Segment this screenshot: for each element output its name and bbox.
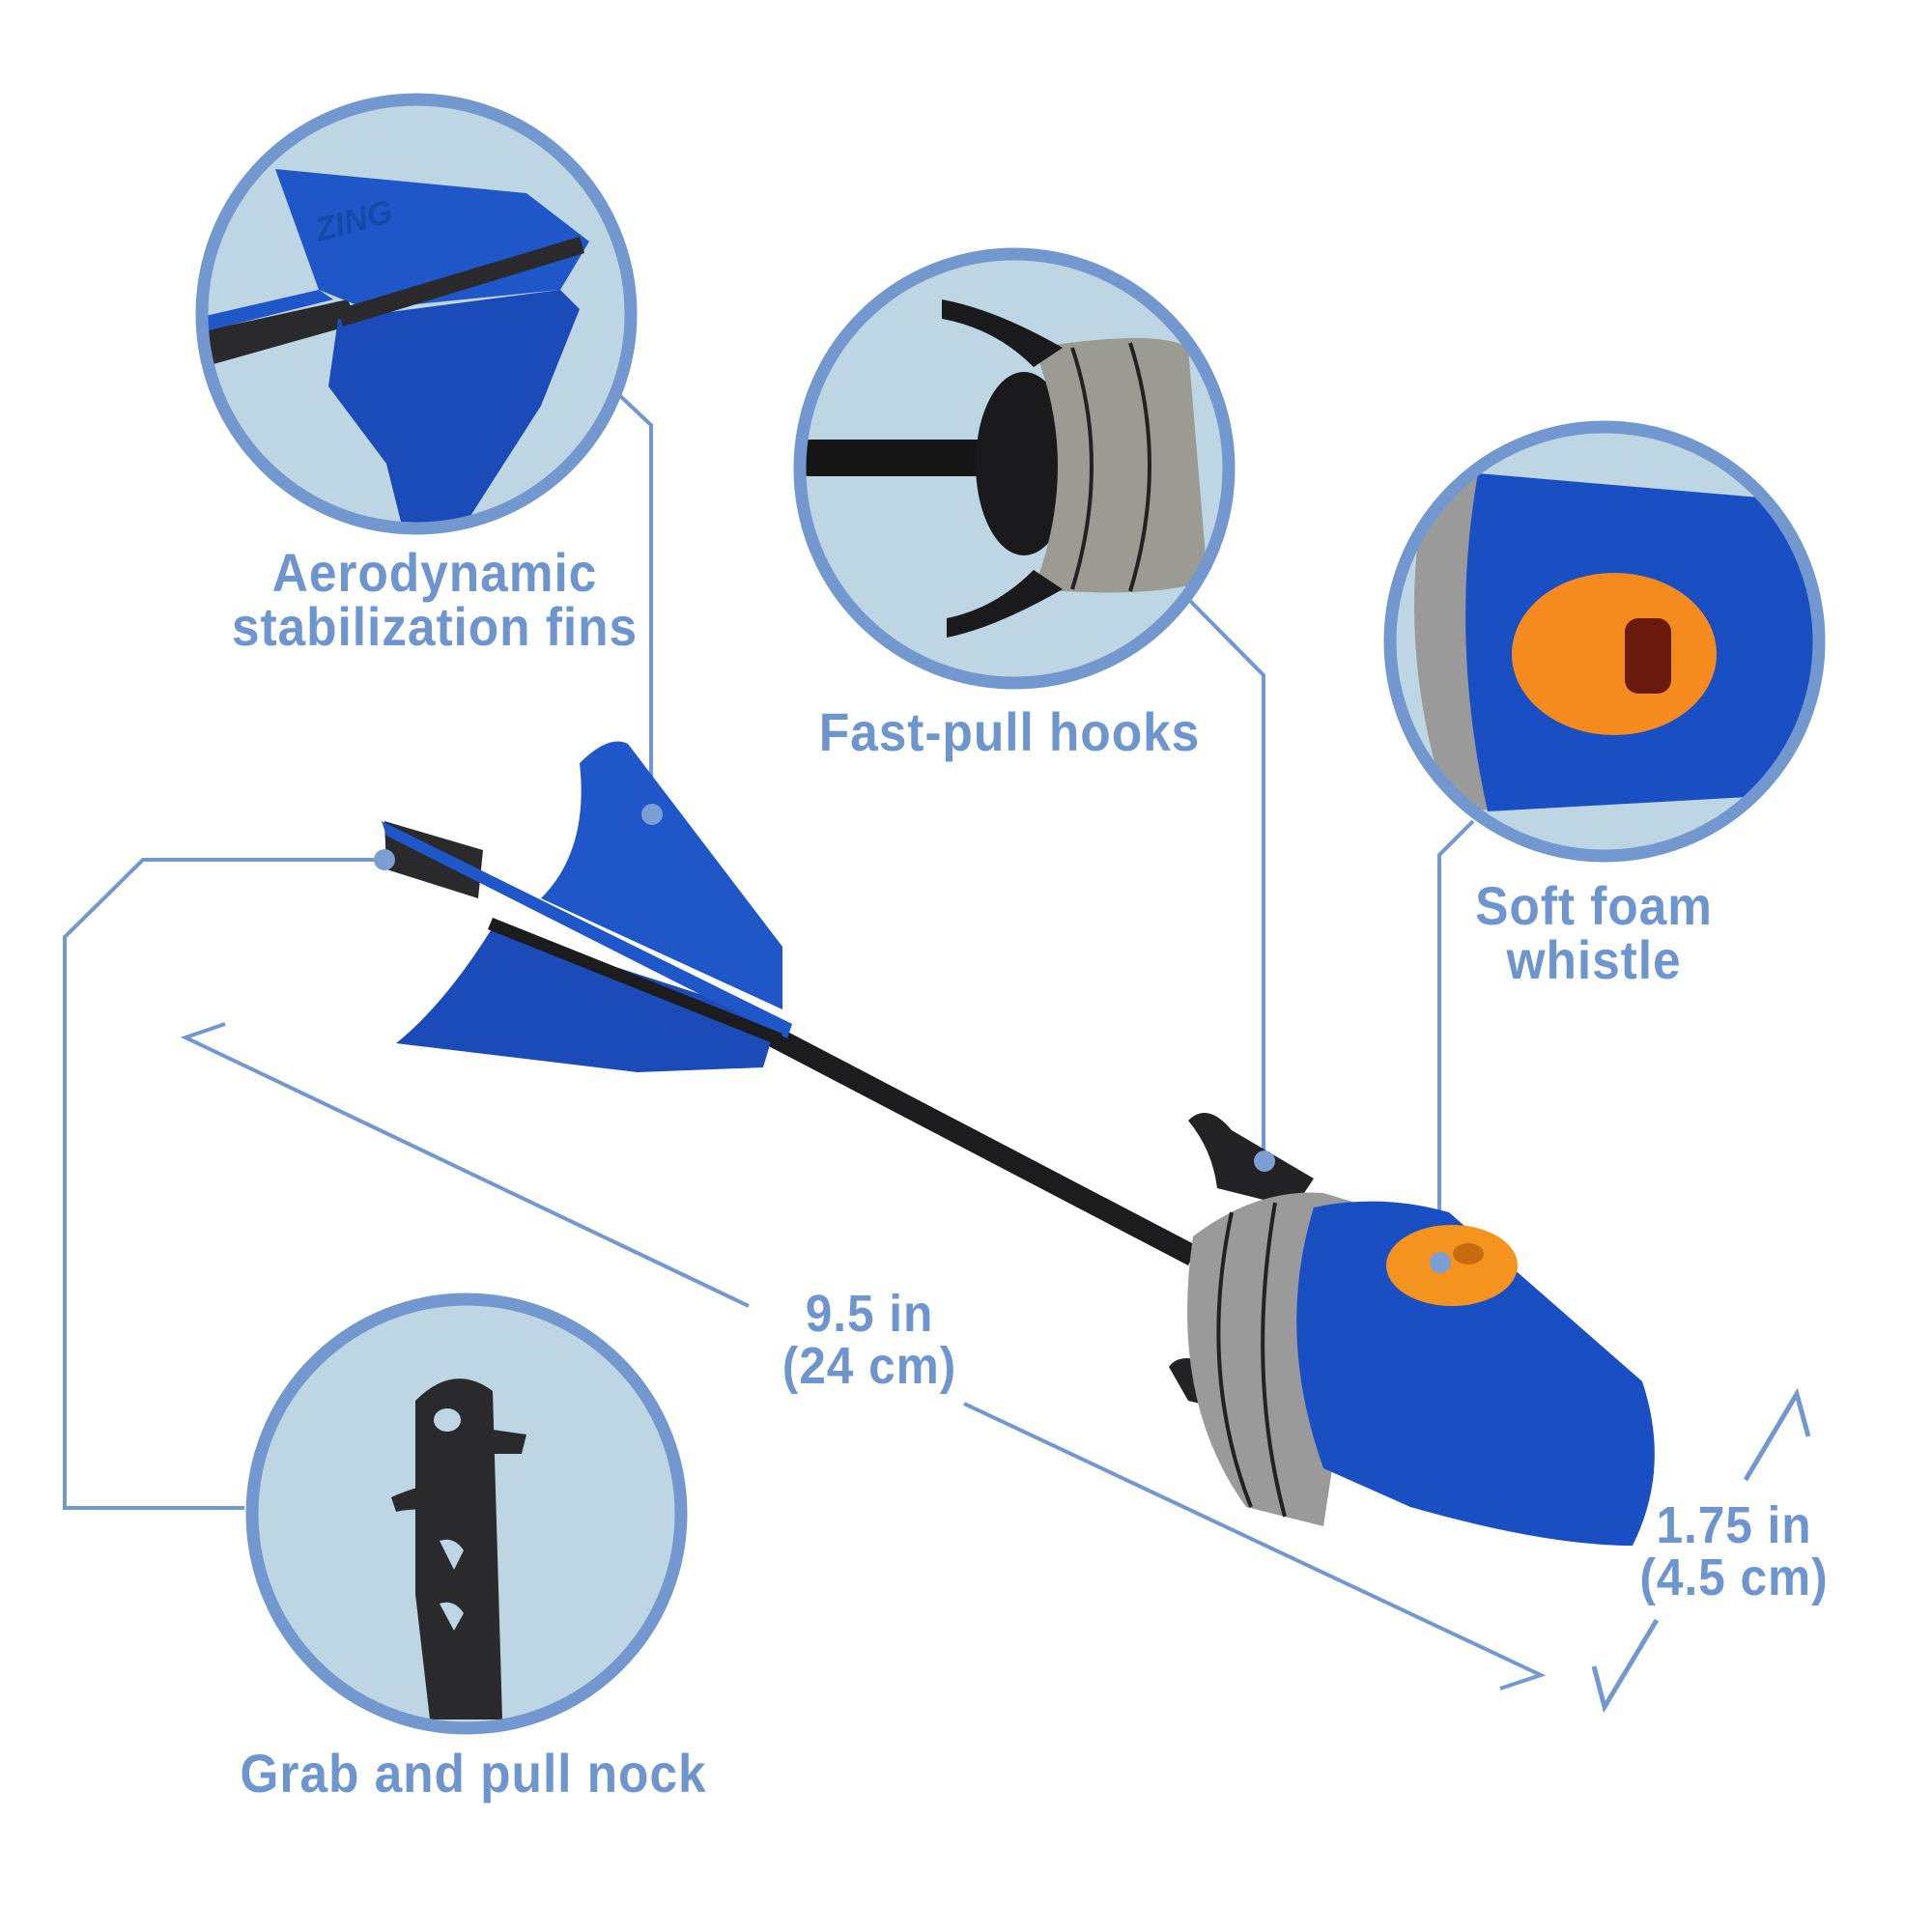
callout-label-fins-line2: stabilization fins: [231, 596, 639, 657]
callout-label-nock: Grab and pull nock: [234, 1747, 714, 1801]
arrow-lower-fin: [396, 927, 778, 1072]
fins-closeup-circle: ZING: [195, 93, 638, 535]
arrow-product: [382, 741, 1655, 1546]
leader-line-fins: [615, 391, 653, 814]
length-dimension-line: [180, 1022, 1547, 1690]
callout-dot-whistle: [1430, 1252, 1451, 1273]
callout-dot-fins: [641, 804, 663, 825]
diameter-metric: (4.5 cm): [1639, 1548, 1829, 1606]
diameter-dimension-line: [1591, 1387, 1811, 1714]
leader-line-hooks: [1186, 597, 1265, 1161]
nock-closeup-circle: [245, 1293, 688, 1735]
hooks-closeup-circle: [793, 247, 1236, 690]
leader-line-nock: [63, 858, 384, 1510]
callout-label-nock-line1: Grab and pull nock: [240, 1743, 707, 1804]
length-metric: (24 cm): [781, 1337, 957, 1395]
leader-lines: [63, 391, 1475, 1510]
arrow-whistle: [1386, 1225, 1518, 1306]
length-imperial: 9.5 in: [805, 1285, 934, 1343]
callout-label-fins-line1: Aerodynamic: [271, 542, 598, 603]
diameter-dimension-label: 1.75 in (4.5 cm): [1628, 1499, 1841, 1604]
callout-label-whistle-line2: whistle: [1506, 929, 1682, 990]
callout-dots: [374, 804, 1451, 1273]
callout-label-hooks-line1: Fast-pull hooks: [818, 701, 1201, 762]
leader-line-whistle: [1437, 819, 1475, 1263]
arrow-hook-top: [1188, 1113, 1314, 1208]
arrow-upper-fin: [541, 741, 782, 1009]
diameter-imperial: 1.75 in: [1656, 1496, 1812, 1554]
callout-label-whistle: Soft foam whistle: [1461, 879, 1727, 987]
callout-dot-hooks: [1254, 1151, 1275, 1172]
arrow-foam-head: [1296, 1201, 1655, 1546]
length-dimension-label: 9.5 in (24 cm): [772, 1288, 967, 1392]
callout-label-fins: Aerodynamic stabilization fins: [213, 546, 657, 654]
callout-label-hooks: Fast-pull hooks: [792, 705, 1228, 759]
arrow-shaft: [763, 1024, 1198, 1265]
callout-label-whistle-line1: Soft foam: [1475, 875, 1713, 936]
whistle-closeup-circle: [1383, 420, 1826, 863]
callout-dot-nock: [374, 849, 395, 870]
